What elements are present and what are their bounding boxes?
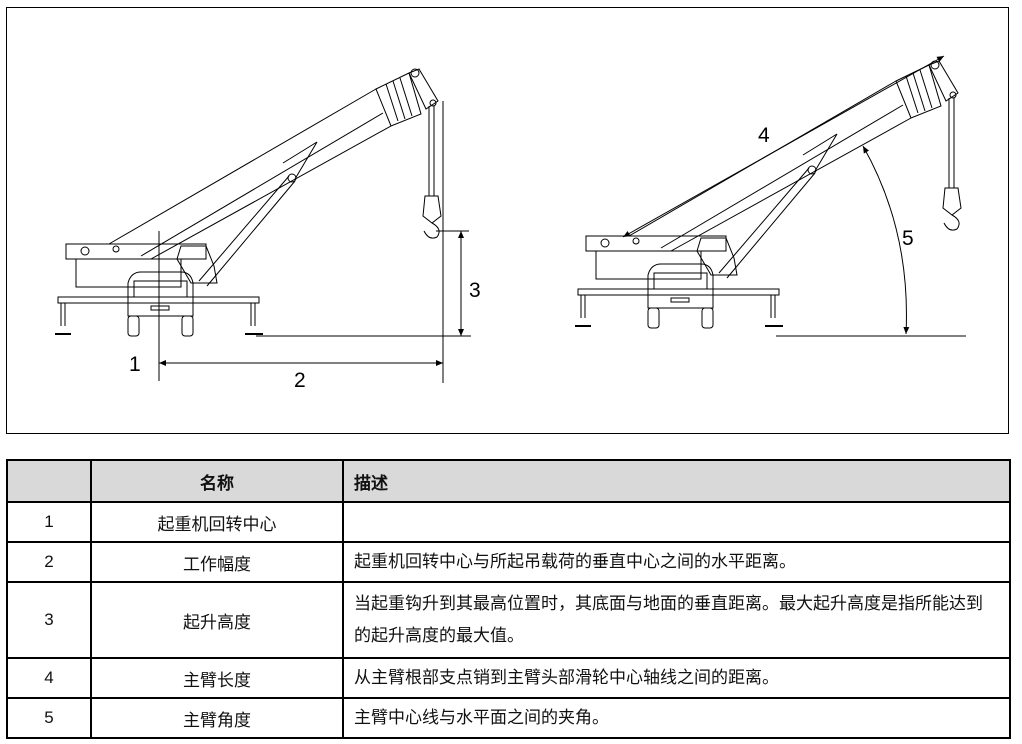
crane-left [54,68,442,337]
table-row: 5 主臂角度 主臂中心线与水平面之间的夹角。 [6,697,1011,739]
header-desc: 描述 [342,459,1011,503]
table-row: 4 主臂长度 从主臂根部支点销到主臂头部滑轮中心轴线之间的距离。 [6,657,1011,699]
header-name: 名称 [90,459,344,503]
boom-angle-arc [862,145,910,335]
table-header: 名称 描述 [6,459,1011,503]
label-4: 4 [758,124,770,147]
ground-line [256,230,471,337]
row-desc: 起重机回转中心与所起吊载荷的垂直中心之间的水平距离。 [342,541,1011,583]
crane-dimension-diagram: 1 2 3 4 5 [6,7,1009,434]
label-5: 5 [902,227,914,250]
row-name: 主臂角度 [90,697,344,739]
table-row: 2 工作幅度 起重机回转中心与所起吊载荷的垂直中心之间的水平距离。 [6,541,1011,583]
row-name: 起重机回转中心 [90,501,344,543]
label-3: 3 [469,279,481,302]
row-name: 起升高度 [90,581,344,659]
row-num: 1 [6,501,92,543]
row-name: 主臂长度 [90,657,344,699]
crane-right [574,60,962,329]
row-num: 5 [6,697,92,739]
row-desc: 从主臂根部支点销到主臂头部滑轮中心轴线之间的距离。 [342,657,1011,699]
boom-length-dimension [622,55,945,238]
row-desc [342,501,1011,543]
label-1: 1 [129,353,141,376]
table-row: 3 起升高度 当起重钩升到其最高位置时，其底面与地面的垂直距离。最大起升高度是指… [6,581,1011,659]
row-name: 工作幅度 [90,541,344,583]
row-desc: 主臂中心线与水平面之间的夹角。 [342,697,1011,739]
dimension-table: 名称 描述 1 起重机回转中心 2 工作幅度 起重机回转中心与所起吊载荷的垂直中… [6,459,1011,739]
row-desc: 当起重钩升到其最高位置时，其底面与地面的垂直距离。最大起升高度是指所能达到的起升… [342,581,1011,659]
row-num: 3 [6,581,92,659]
label-2: 2 [294,369,306,392]
header-num [6,459,92,503]
table-row: 1 起重机回转中心 [6,501,1011,543]
row-num: 2 [6,541,92,583]
row-num: 4 [6,657,92,699]
